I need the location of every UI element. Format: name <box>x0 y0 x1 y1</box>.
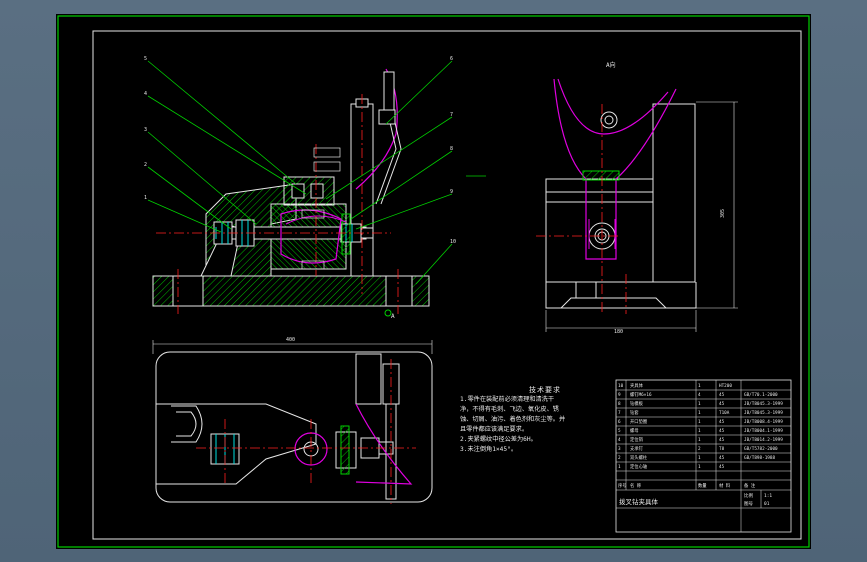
balloon-6: 6 <box>450 56 453 62</box>
balloon-8: 8 <box>450 146 453 152</box>
balloon-2: 2 <box>144 162 147 168</box>
bom-cell: 45 <box>719 437 725 443</box>
bom-cell: JB/T8004.1-1999 <box>744 428 783 434</box>
bom-cell: 螺母 <box>630 427 639 434</box>
bom-cell: 1 <box>698 401 701 407</box>
bom-cell: 1 <box>618 464 621 470</box>
outer-frame <box>57 15 810 548</box>
bom-header-cell: 序号 <box>618 482 627 489</box>
top-view: 400 <box>152 337 433 504</box>
bom-cell: 1 <box>698 428 701 434</box>
view-a-label: A向 <box>606 61 616 69</box>
cad-drawing: A 5 4 3 <box>57 15 810 548</box>
bom-cell: 定位销 <box>630 436 644 443</box>
bom-cell: 2 <box>618 455 621 461</box>
bom-cell: 2 <box>698 446 701 452</box>
bom-cell: 6 <box>618 419 621 425</box>
bom-cell: 45 <box>719 428 725 434</box>
bom-cell: JB/T8008.4-1999 <box>744 419 783 425</box>
bom-cell: 钻套 <box>630 409 639 416</box>
balloon-4: 4 <box>144 91 147 97</box>
balloon-9: 9 <box>450 189 453 195</box>
bom-cell: GB/T898-1988 <box>744 455 775 461</box>
bom-cell: 4 <box>698 392 701 398</box>
technical-requirements: 技术要求 1.零件在装配前必须清理和清洗干 净，不得有毛刺、飞边、氧化皮、锈 蚀… <box>460 385 610 455</box>
balloon-1: 1 <box>144 195 147 201</box>
notes-line: 净，不得有毛刺、飞边、氧化皮、锈 <box>460 406 559 413</box>
dim-height: 305 <box>720 209 726 218</box>
bom-cell: T8 <box>719 446 725 452</box>
bom-header-cell: 数量 <box>698 482 707 489</box>
inner-frame <box>92 30 802 540</box>
bom-cell: 4 <box>618 437 621 443</box>
notes-line: 2.夹紧螺纹中径公差为6H。 <box>460 436 537 443</box>
bom-cell: 5 <box>618 428 621 434</box>
bom-cell: 双头螺柱 <box>630 454 648 461</box>
bom-cell: 开口垫圈 <box>630 418 647 425</box>
dim-overall-width: 400 <box>286 337 295 343</box>
drawing-sheet[interactable]: A 5 4 3 <box>56 14 811 549</box>
bom-header-cell: 材 料 <box>719 482 731 489</box>
bom-cell: 夹具体 <box>630 382 644 389</box>
bom-header-cell: 名 称 <box>630 482 642 489</box>
bom-cell: 45 <box>719 392 725 398</box>
bom-cell: 定位心轴 <box>630 463 647 470</box>
bom-cell: HT200 <box>719 383 732 389</box>
bom-cell: 9 <box>618 392 621 398</box>
balloon-5: 5 <box>144 56 147 62</box>
bom-cell: 1 <box>698 464 701 470</box>
notes-line: 3.未注倒角1×45°。 <box>460 446 518 453</box>
svg-text:A: A <box>391 313 395 320</box>
scale-label: 比例 <box>744 492 753 499</box>
bom-cell: 45 <box>719 419 725 425</box>
bom-header-cell: 备 注 <box>744 482 756 489</box>
notes-line: 1.零件在装配前必须清理和清洗干 <box>460 396 555 403</box>
bom-cell: 1 <box>698 419 701 425</box>
balloon-10: 10 <box>450 239 456 245</box>
bom-cell: 1 <box>698 437 701 443</box>
bom-cell: 1 <box>698 410 701 416</box>
sheet-label: 图号 <box>744 501 753 507</box>
bom-cell: 10 <box>618 383 624 389</box>
notes-title: 技术要求 <box>529 386 561 394</box>
bom-cell: 支承钉 <box>630 445 644 452</box>
bom-cell: 45 <box>719 455 725 461</box>
bom-cell: JB/T8045.3-1999 <box>744 401 783 407</box>
scale-value: 1:1 <box>764 493 772 499</box>
side-view-a: A向 <box>536 61 738 335</box>
bom-cell: 1 <box>698 383 701 389</box>
bom-cell: 1 <box>698 455 701 461</box>
bom-cell: 7 <box>618 410 621 416</box>
bom-cell: 45 <box>719 464 725 470</box>
bom-cell: GB/T70.1-2000 <box>744 392 778 398</box>
bom-cell: JB/T8014.2-1999 <box>744 437 783 443</box>
bom-cell: 3 <box>618 446 621 452</box>
bom-cell: 钻模板 <box>630 400 644 407</box>
notes-line: 蚀、切屑、油污、着色剂和灰尘等。并 <box>460 416 566 423</box>
drawing-name: 拨叉钻夹具体 <box>619 497 659 506</box>
balloon-3: 3 <box>144 127 147 133</box>
bom-cell: T10A <box>719 410 730 416</box>
dim-side-width: 180 <box>614 329 623 335</box>
front-section-view: A 5 4 3 <box>144 56 486 320</box>
bom-cell: 螺钉M6×16 <box>630 391 652 398</box>
bom-cell: 45 <box>719 401 725 407</box>
bom-cell: JB/T8045.3-1999 <box>744 410 783 416</box>
balloon-7: 7 <box>450 112 453 118</box>
bom-cell: GB/T5782-2000 <box>744 446 778 452</box>
notes-line: 且零件都应该满足要求。 <box>460 426 529 433</box>
sheet-value: 01 <box>764 501 770 507</box>
bom-cell: 8 <box>618 401 621 407</box>
